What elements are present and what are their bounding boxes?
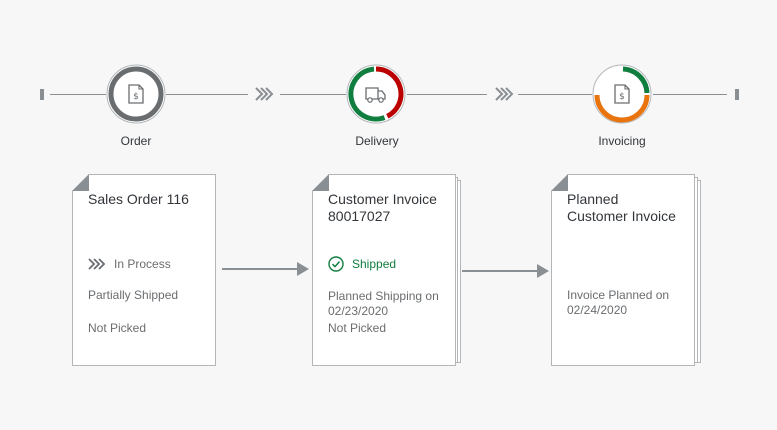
process-card-planned-invoice[interactable]: Planned Customer Invoice Invoice Planned… <box>551 174 695 366</box>
lane-line <box>518 94 592 95</box>
lane-label-delivery: Delivery <box>355 134 399 148</box>
lane-label-invoicing: Invoicing <box>598 134 646 148</box>
process-card-customer-invoice[interactable]: Customer Invoice 80017027 Shipped Planne… <box>312 174 456 366</box>
document-dollar-icon: $ <box>614 84 630 104</box>
card-detail: 02/23/2020 <box>328 304 389 318</box>
card-fold-icon <box>551 174 568 191</box>
lane-node-order[interactable]: $ <box>106 64 166 124</box>
lane-end-marker <box>735 89 739 100</box>
status-text: In Process <box>114 257 171 271</box>
lane-line <box>280 94 346 95</box>
lane-node-invoicing[interactable]: $ <box>592 64 652 124</box>
card-detail: Not Picked <box>328 321 387 335</box>
lane-node-delivery[interactable] <box>346 64 406 124</box>
flow-arrowhead <box>537 264 549 278</box>
lane-label-order: Order <box>120 134 152 148</box>
svg-text:$: $ <box>133 92 139 102</box>
process-chevrons-icon <box>88 258 106 270</box>
lane-line <box>50 94 106 95</box>
lane-line <box>653 94 727 95</box>
card-title: Planned Customer Invoice <box>567 191 676 224</box>
card-detail: Planned Shipping on <box>328 289 439 303</box>
lane-line <box>407 94 487 95</box>
card-detail: 02/24/2020 <box>567 303 628 317</box>
card-title: Sales Order 116 <box>88 191 189 207</box>
card-fold-icon <box>312 174 329 191</box>
check-circle-icon <box>328 256 344 272</box>
document-dollar-icon: $ <box>128 84 144 104</box>
truck-icon <box>365 87 386 103</box>
card-detail: Partially Shipped <box>88 288 179 302</box>
card-detail: Not Picked <box>88 321 147 335</box>
lane-start-marker <box>40 89 44 100</box>
lane-chevrons-icon <box>495 87 514 101</box>
card-status: In Process <box>88 256 171 272</box>
card-fold-icon <box>72 174 89 191</box>
flow-connector <box>222 268 298 270</box>
flow-connector <box>462 270 538 272</box>
status-text: Shipped <box>352 257 397 271</box>
card-detail: Invoice Planned on <box>567 288 670 302</box>
flow-arrowhead <box>297 262 309 276</box>
card-status: Shipped <box>328 256 396 272</box>
lane-chevrons-icon <box>255 87 274 101</box>
svg-text:$: $ <box>619 92 625 102</box>
card-title: Customer Invoice 80017027 <box>328 191 437 224</box>
lane-line <box>166 94 248 95</box>
process-card-sales-order[interactable]: Sales Order 116 In Process Partially Shi… <box>72 174 216 366</box>
